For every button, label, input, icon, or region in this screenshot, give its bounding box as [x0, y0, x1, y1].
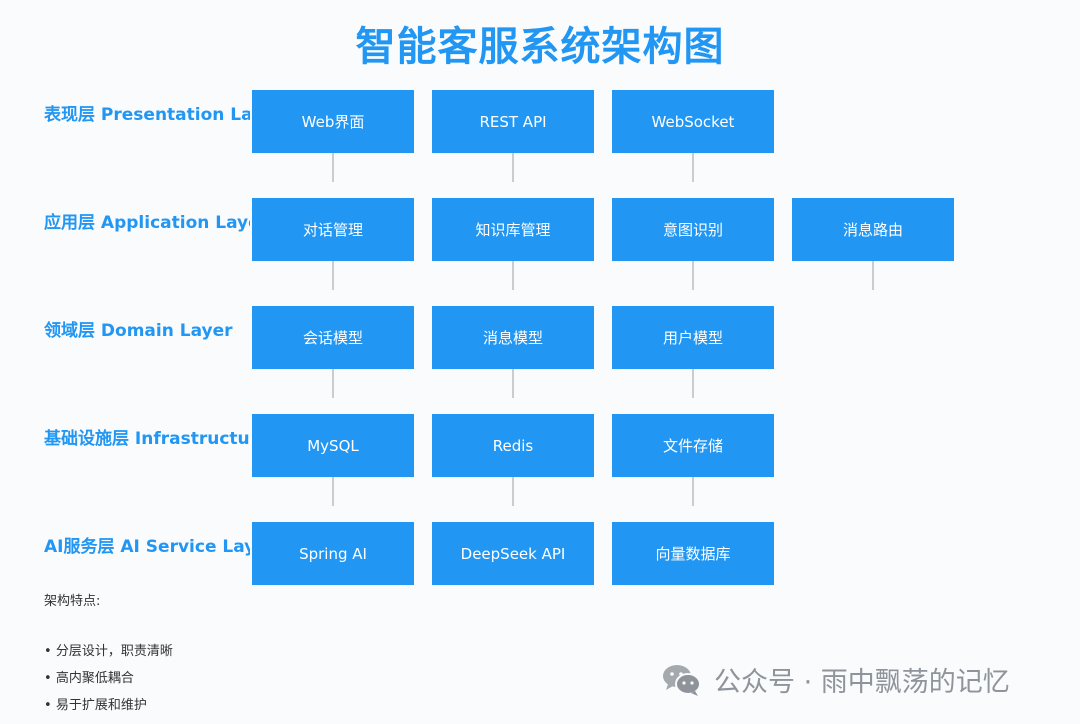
connector-line: [332, 153, 334, 182]
feature-item: 易于扩展和维护: [44, 697, 173, 724]
layer-label-ai-service: AI服务层 AI Service Layer: [44, 537, 250, 557]
connector-line: [332, 477, 334, 506]
connector-line: [512, 477, 514, 506]
connector-line: [692, 261, 694, 290]
component-box: 意图识别: [612, 198, 774, 261]
layer-label-domain: 领域层 Domain Layer: [44, 321, 233, 341]
connector-line: [512, 261, 514, 290]
component-box: WebSocket: [612, 90, 774, 153]
connector-line: [332, 261, 334, 290]
component-box: 向量数据库: [612, 522, 774, 585]
connector-line: [332, 369, 334, 398]
watermark: 公众号 · 雨中飘荡的记忆: [662, 660, 1010, 699]
component-box: 会话模型: [252, 306, 414, 369]
connector-line: [692, 477, 694, 506]
component-box: 消息模型: [432, 306, 594, 369]
feature-item: 分层设计，职责清晰: [44, 643, 173, 670]
component-box: 消息路由: [792, 198, 954, 261]
component-box: REST API: [432, 90, 594, 153]
connector-line: [692, 153, 694, 182]
component-box: Redis: [432, 414, 594, 477]
connector-line: [512, 153, 514, 182]
component-box: Spring AI: [252, 522, 414, 585]
connector-line: [512, 369, 514, 398]
connector-line: [692, 369, 694, 398]
component-box: 对话管理: [252, 198, 414, 261]
component-box: 文件存储: [612, 414, 774, 477]
layer-label-application: 应用层 Application Layer: [44, 213, 250, 233]
features-title: 架构特点:: [44, 594, 101, 609]
component-box: DeepSeek API: [432, 522, 594, 585]
component-box: MySQL: [252, 414, 414, 477]
wechat-icon: [662, 662, 702, 698]
component-box: Web界面: [252, 90, 414, 153]
watermark-text: 公众号 · 雨中飘荡的记忆: [714, 667, 1010, 698]
layer-label-presentation: 表现层 Presentation Layer: [44, 105, 250, 125]
component-box: 知识库管理: [432, 198, 594, 261]
features-list: 分层设计，职责清晰 高内聚低耦合 易于扩展和维护: [44, 643, 173, 724]
layer-label-infrastructure: 基础设施层 Infrastructure Layer: [44, 429, 250, 449]
connector-line: [872, 261, 874, 290]
feature-item: 高内聚低耦合: [44, 670, 173, 697]
component-box: 用户模型: [612, 306, 774, 369]
diagram-title: 智能客服系统架构图: [355, 24, 725, 70]
